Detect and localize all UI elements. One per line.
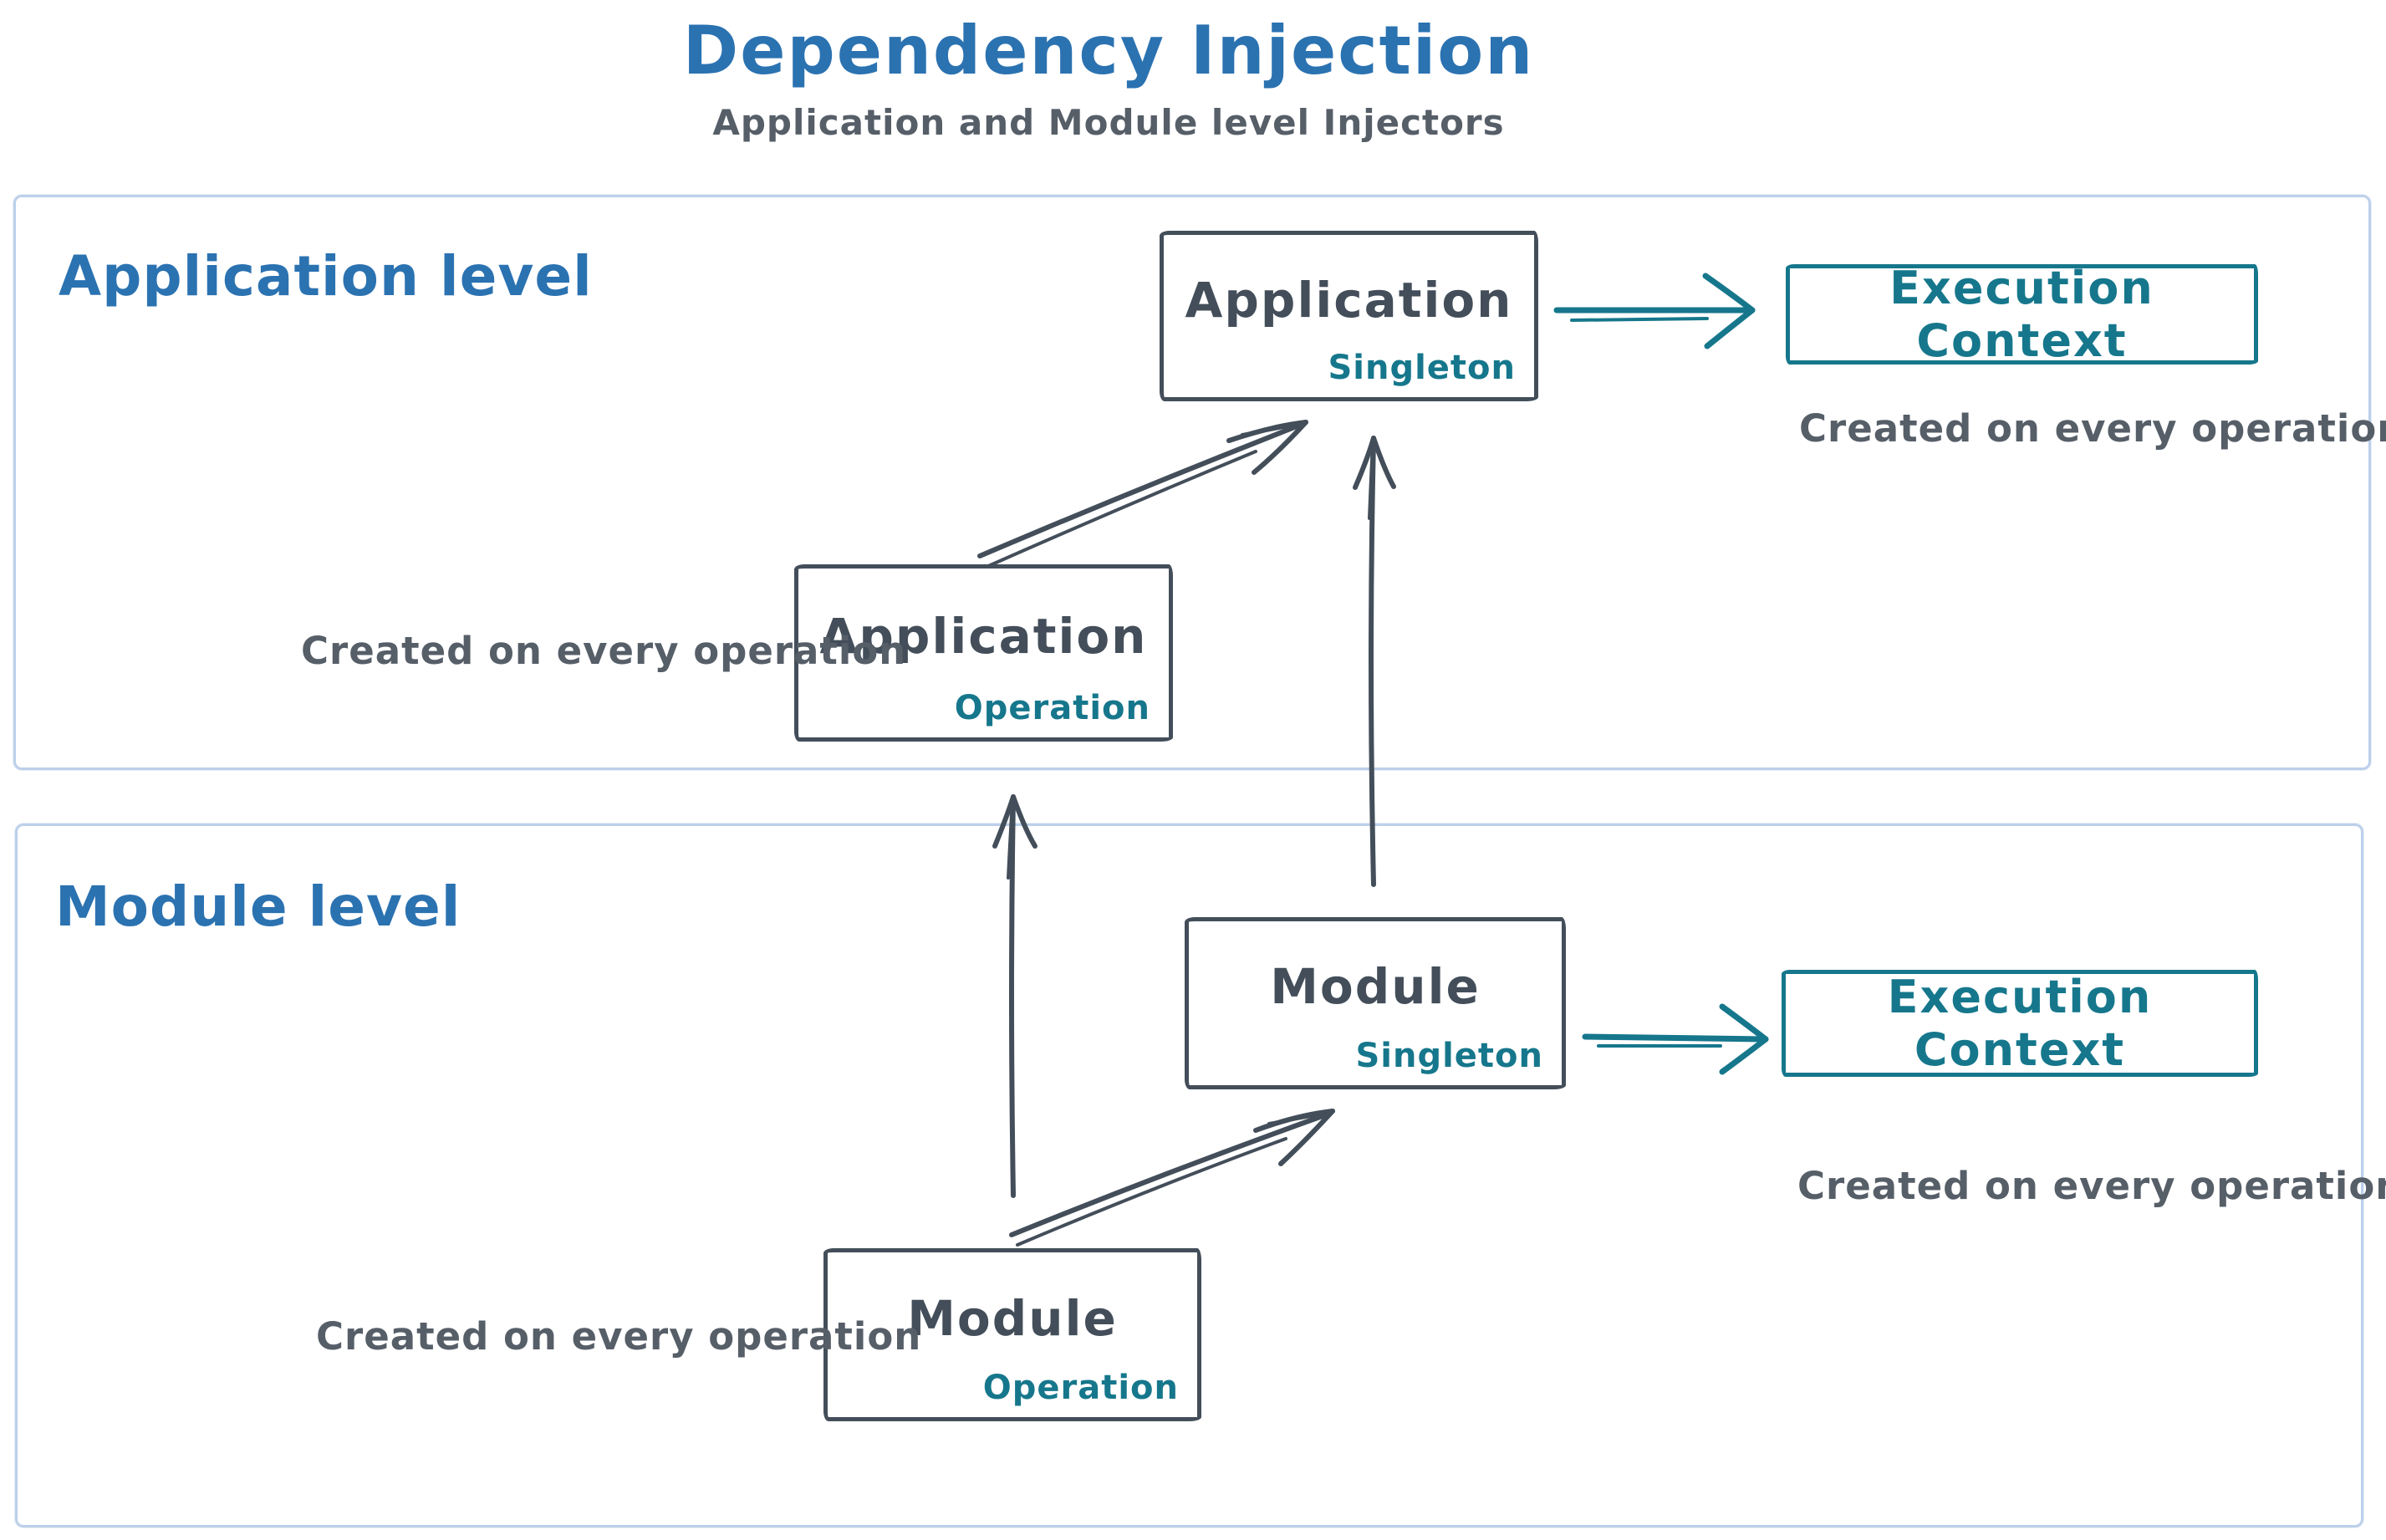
diagram-title: Dependency Injection	[682, 12, 1535, 89]
module-execution-context-box: Execution Context	[1782, 970, 2258, 1077]
module-operation-title: Module	[907, 1289, 1118, 1347]
application-operation-title: Application	[819, 607, 1148, 665]
module-singleton-title: Module	[1270, 958, 1481, 1016]
application-singleton-tag: Singleton	[1328, 349, 1516, 387]
module-execution-caption: Created on every operation	[1797, 1164, 2386, 1208]
module-level-label: Module level	[55, 875, 461, 939]
application-execution-context-label: Execution Context	[1889, 262, 2154, 367]
module-operation-caption: Created on every operation	[316, 1314, 922, 1359]
application-level-label: Application level	[59, 244, 593, 309]
diagram-subtitle: Application and Module level Injectors	[712, 102, 1505, 143]
module-operation-box: Module Operation	[823, 1248, 1201, 1421]
application-singleton-box: Application Singleton	[1160, 231, 1538, 401]
application-execution-context-box: Execution Context	[1786, 262, 2258, 367]
module-singleton-tag: Singleton	[1355, 1037, 1543, 1075]
application-level-frame	[13, 195, 2371, 770]
module-execution-context-label: Execution Context	[1887, 971, 2153, 1076]
application-execution-caption: Created on every operation	[1799, 406, 2386, 451]
module-operation-tag: Operation	[982, 1369, 1179, 1407]
module-singleton-box: Module Singleton	[1185, 917, 1566, 1089]
application-operation-box: Application Operation	[794, 564, 1173, 742]
application-operation-tag: Operation	[954, 689, 1150, 727]
application-operation-caption: Created on every operation	[301, 629, 907, 673]
module-level-frame	[15, 824, 2363, 1527]
application-singleton-title: Application	[1185, 271, 1513, 329]
